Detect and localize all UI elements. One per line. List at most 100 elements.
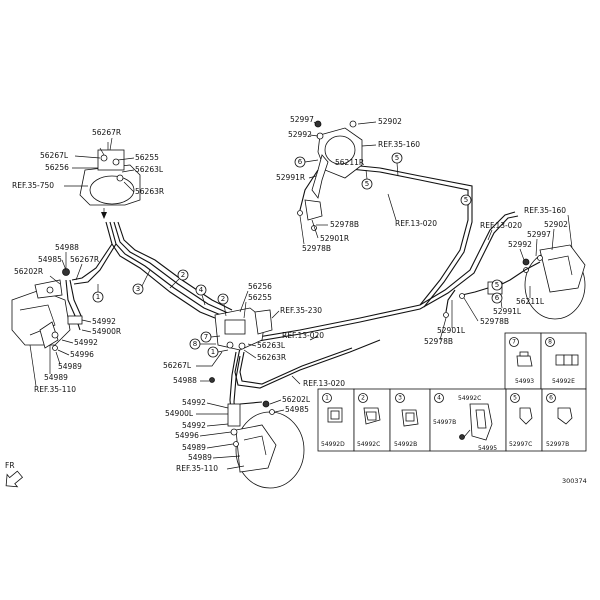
callout-5-a: 5 xyxy=(391,152,403,164)
ref-13-020-center-b: REF.13-020 xyxy=(303,379,345,388)
front-direction-indicator: FR xyxy=(5,461,24,488)
parts-legend: 7 54993 8 54992E 1 54992D 2 54992C 3 549… xyxy=(317,332,587,452)
part-56255-top: 56255 xyxy=(135,153,159,162)
part-54992-bottom-a: 54992 xyxy=(182,398,206,407)
callout-2-a: 2 xyxy=(177,269,189,281)
svg-text:1: 1 xyxy=(211,348,215,356)
callout-markers: 1 3 2 4 2 7 8 1 6 5 5 5 5 6 xyxy=(92,152,503,358)
legend-4: 4 xyxy=(434,393,444,403)
part-56202L: 56202L xyxy=(282,395,311,404)
legend-1: 1 xyxy=(322,393,332,403)
part-56267R-top: 56267R xyxy=(92,128,121,137)
part-56256-top: 56256 xyxy=(45,163,69,172)
part-54900L: 54900L xyxy=(165,409,194,418)
part-54985-left: 54985 xyxy=(38,255,62,264)
svg-text:7: 7 xyxy=(512,339,516,346)
part-54900R: 54900R xyxy=(92,327,121,336)
master-cylinder-assembly xyxy=(79,142,141,219)
part-56267L-top: 56267L xyxy=(40,151,69,160)
svg-text:6: 6 xyxy=(549,395,553,402)
part-52901R: 52901R xyxy=(320,234,349,243)
part-54989-bottom-b: 54989 xyxy=(188,453,212,462)
part-52978B-top-b: 52978B xyxy=(302,244,331,253)
part-56211R: 56211R xyxy=(335,158,364,167)
part-52997-right: 52997 xyxy=(527,230,551,239)
part-52902-top: 52902 xyxy=(378,117,402,126)
ref-13-020-right: REF.13-020 xyxy=(480,221,522,230)
svg-text:6: 6 xyxy=(495,294,500,302)
legend-code-54995: 54995 xyxy=(478,445,497,452)
ref-35-110-bottom: REF.35-110 xyxy=(176,464,218,473)
ref-35-160-right: REF.35-160 xyxy=(524,206,566,215)
legend-code-54993: 54993 xyxy=(515,378,534,385)
svg-text:6: 6 xyxy=(298,158,303,166)
part-56211L: 56211L xyxy=(516,297,545,306)
ref-13-020-center-a: REF.13-020 xyxy=(282,331,324,340)
svg-text:3: 3 xyxy=(398,395,402,402)
part-52978B-right-a: 52978B xyxy=(480,317,509,326)
legend-8: 8 xyxy=(545,337,555,347)
part-56202R: 56202R xyxy=(14,267,43,276)
legend-7: 7 xyxy=(509,337,519,347)
legend-5: 5 xyxy=(510,393,520,403)
legend-code-54992C-a: 54992C xyxy=(357,441,380,448)
fr-label: FR xyxy=(5,461,15,470)
legend-code-54992B: 54992B xyxy=(394,441,417,448)
doc-number: 300374 xyxy=(562,477,587,485)
part-52978B-right-b: 52978B xyxy=(424,337,453,346)
callout-3: 3 xyxy=(132,283,144,295)
legend-6: 6 xyxy=(546,393,556,403)
svg-text:2: 2 xyxy=(221,295,225,303)
part-54992-left-a: 54992 xyxy=(92,317,116,326)
top-right-brake xyxy=(297,120,363,231)
legend-code-54992D: 54992D xyxy=(321,441,345,448)
part-52902-right: 52902 xyxy=(544,220,568,229)
part-54988-center: 54988 xyxy=(173,376,197,385)
center-junction xyxy=(214,307,273,351)
svg-text:7: 7 xyxy=(204,333,208,341)
part-54985-bottom: 54985 xyxy=(285,405,309,414)
callout-5-d: 5 xyxy=(491,279,503,291)
legend-2: 2 xyxy=(358,393,368,403)
svg-text:5: 5 xyxy=(365,180,369,188)
part-52991R: 52991R xyxy=(276,173,305,182)
legend-3: 3 xyxy=(395,393,405,403)
svg-text:1: 1 xyxy=(325,395,329,402)
svg-text:5: 5 xyxy=(495,281,499,289)
part-52997-top: 52997 xyxy=(290,115,314,124)
left-front-brake xyxy=(11,268,83,351)
ref-35-230: REF.35-230 xyxy=(280,306,322,315)
callout-6-right: 6 xyxy=(491,292,503,304)
svg-text:5: 5 xyxy=(513,395,517,402)
callout-5-b: 5 xyxy=(361,178,373,190)
callout-7-center: 7 xyxy=(200,331,212,343)
svg-text:2: 2 xyxy=(181,271,185,279)
part-56263R-top: 56263R xyxy=(135,187,164,196)
ref-35-750: REF.35-750 xyxy=(12,181,54,190)
callout-5-c: 5 xyxy=(460,194,472,206)
part-56263R-center: 56263R xyxy=(257,353,286,362)
callout-4: 4 xyxy=(195,284,207,296)
legend-code-52997C: 52997C xyxy=(509,441,532,448)
part-54989-left-b: 54989 xyxy=(44,373,68,382)
part-52992-top: 52992 xyxy=(288,130,312,139)
part-54992-bottom-b: 54992 xyxy=(182,421,206,430)
part-54988-left: 54988 xyxy=(55,243,79,252)
part-56263L-center: 56263L xyxy=(257,341,286,350)
part-54992-left-b: 54992 xyxy=(74,338,98,347)
legend-code-54992E: 54992E xyxy=(552,378,575,385)
svg-text:5: 5 xyxy=(395,154,399,162)
part-52992-right: 52992 xyxy=(508,240,532,249)
part-54996-bottom: 54996 xyxy=(175,431,199,440)
svg-text:8: 8 xyxy=(193,340,197,348)
callout-1-b: 1 xyxy=(207,346,219,358)
legend-code-54992C-b: 54992C xyxy=(458,395,481,402)
part-52901L: 52901L xyxy=(437,326,466,335)
legend-code-52997B: 52997B xyxy=(546,441,569,448)
ref-35-160-top: REF.35-160 xyxy=(378,140,420,149)
part-56256-center: 56256 xyxy=(248,282,272,291)
part-56267R-left: 56267R xyxy=(70,255,99,264)
part-56263L-top: 56263L xyxy=(135,165,164,174)
svg-text:4: 4 xyxy=(199,286,204,294)
callout-8-center: 8 xyxy=(189,338,201,350)
